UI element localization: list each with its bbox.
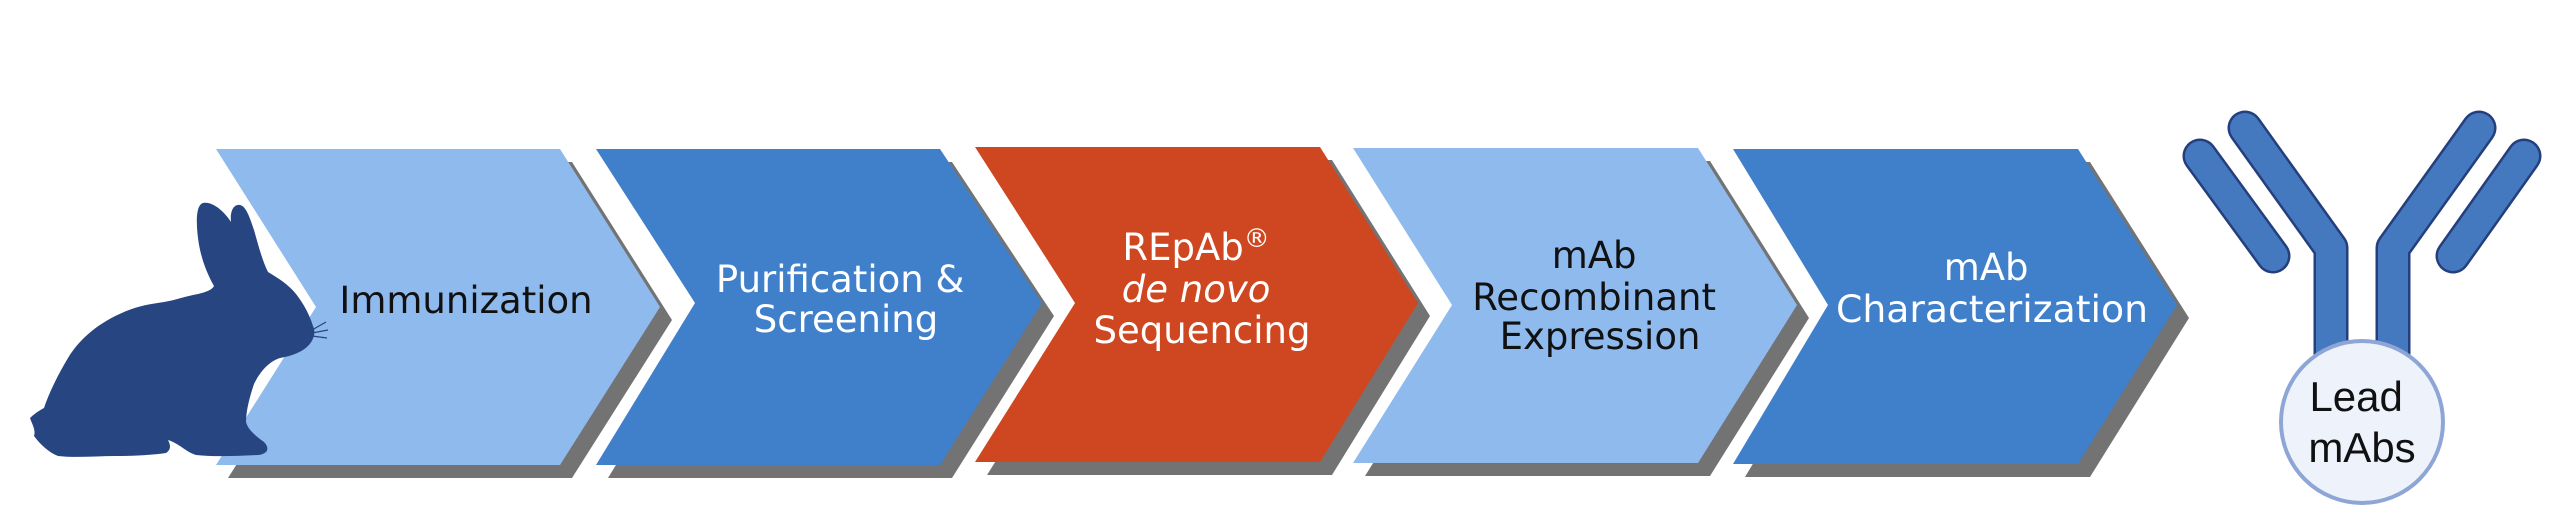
rabbit-icon (30, 202, 329, 457)
whisker (311, 335, 328, 339)
heavy-chain-right (2378, 113, 2494, 377)
step-label-line: de novo (1122, 268, 1271, 311)
lead-label-line: Lead (2309, 373, 2402, 420)
step-label-line: mAb (1552, 234, 1637, 277)
whisker (311, 329, 329, 334)
step-label: Immunization (339, 279, 592, 322)
whisker (311, 321, 327, 331)
step-label-line: Immunization (339, 279, 592, 322)
step-label: mAb Recombinant Expression (1472, 234, 1727, 358)
step-label-line: Sequencing (1094, 309, 1311, 352)
lead-mabs-badge (2279, 339, 2445, 505)
light-chain-right (2438, 141, 2539, 271)
step-label-line: Screening (754, 298, 938, 341)
step-recombinant-expression: mAb Recombinant Expression (1353, 148, 1809, 476)
step-characterization: mAb Characterization (1733, 149, 2189, 477)
step-purification-screening: Purification & Screening (596, 149, 1054, 478)
chevron-light (1353, 148, 1797, 463)
heavy-chain-left (2230, 113, 2346, 377)
antibody-chains (2182, 110, 2542, 378)
rabbit-whiskers (311, 321, 329, 339)
lead-label-line: mAbs (2308, 424, 2415, 471)
rabbit-silhouette (30, 202, 315, 457)
step-label-line: Characterization (1836, 288, 2148, 331)
chevron-medium (1733, 149, 2177, 464)
step-label: REpAb® de novo Sequencing (1094, 213, 1311, 352)
step-label-line: Recombinant (1472, 276, 1716, 319)
chevron-light (216, 149, 660, 465)
step-label: Purification & Screening (716, 258, 976, 341)
chevron-highlight (975, 147, 1418, 462)
step-repab-sequencing: REpAb® de novo Sequencing (975, 147, 1430, 475)
registered-trademark: ® (1244, 224, 1270, 254)
lead-mabs-label: Lead mAbs (2308, 373, 2415, 471)
step-label: mAb Characterization (1836, 246, 2148, 331)
light-chain-left (2185, 141, 2288, 271)
step-immunization: Immunization (216, 149, 672, 478)
step-label-line: mAb (1944, 246, 2029, 289)
step-label-line: Expression (1500, 315, 1701, 358)
brand-name: REpAb (1122, 226, 1243, 269)
chevron-medium (596, 149, 1042, 465)
antibody-icon: Lead mAbs (2182, 110, 2542, 505)
step-label-line: REpAb® (1122, 224, 1269, 269)
step-label-line: Purification & (716, 258, 964, 301)
